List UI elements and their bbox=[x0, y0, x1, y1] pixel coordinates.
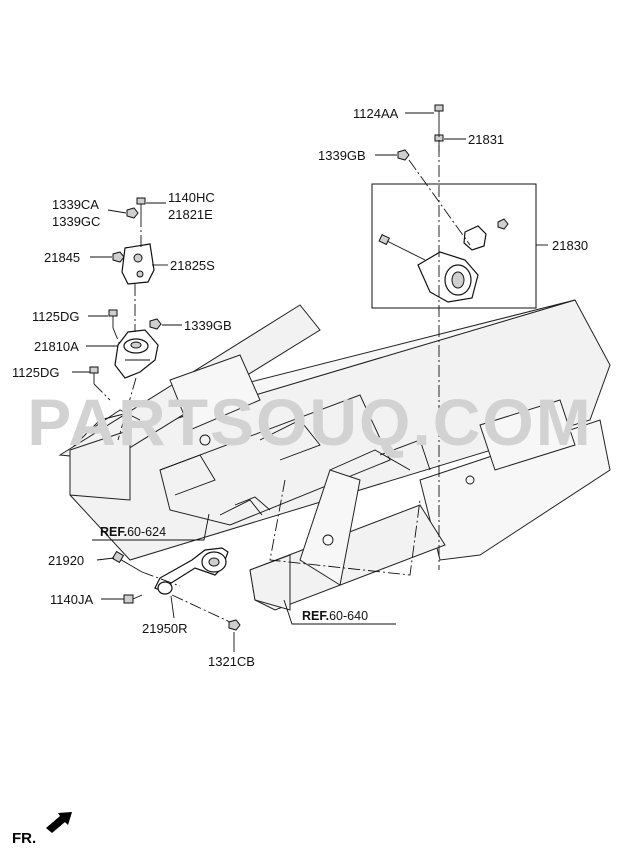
ref-60-624[interactable]: REF.60-624 bbox=[100, 525, 166, 539]
insulator-bracket-21825S[interactable] bbox=[121, 243, 155, 285]
group-box-21830 bbox=[371, 183, 537, 309]
label-1321CB[interactable]: 1321CB bbox=[208, 654, 255, 669]
part-labels: 1124AA 21831 1339GB 21830 1339CA 1339GC … bbox=[12, 106, 588, 669]
label-1339CA[interactable]: 1339CA bbox=[52, 197, 99, 212]
bolt-1140HC[interactable] bbox=[136, 197, 146, 215]
front-label: FR. bbox=[12, 830, 36, 847]
label-1125DG-low[interactable]: 1125DG bbox=[12, 365, 59, 380]
engine-mount-21810A[interactable] bbox=[114, 329, 159, 379]
ref-60-624-prefix: REF. bbox=[100, 525, 127, 539]
label-1140HC[interactable]: 1140HC bbox=[168, 190, 215, 205]
label-21920[interactable]: 21920 bbox=[48, 553, 84, 568]
front-arrow-icon bbox=[46, 812, 72, 833]
nut-1321CB[interactable] bbox=[228, 619, 241, 631]
label-1140JA[interactable]: 1140JA bbox=[50, 592, 93, 607]
bolt-1140JA[interactable] bbox=[123, 594, 143, 604]
nut-1339GB-top[interactable] bbox=[397, 149, 410, 161]
label-21845[interactable]: 21845 bbox=[44, 250, 80, 265]
bolt-21920[interactable] bbox=[111, 550, 143, 573]
bolt-1124AA[interactable] bbox=[434, 104, 444, 125]
label-1339GB-top[interactable]: 1339GB bbox=[318, 148, 366, 163]
bolt-1125DG-low[interactable] bbox=[89, 366, 99, 384]
label-1124AA[interactable]: 1124AA bbox=[353, 106, 399, 121]
leader-lines bbox=[72, 112, 548, 652]
front-indicator: FR. bbox=[12, 812, 72, 847]
label-21831[interactable]: 21831 bbox=[468, 132, 504, 147]
label-1125DG-top[interactable]: 1125DG bbox=[32, 309, 79, 324]
label-1339GB-left[interactable]: 1339GB bbox=[184, 318, 232, 333]
bolt-1125DG-top[interactable] bbox=[108, 309, 118, 328]
ref-labels: REF.60-624 REF.60-640 bbox=[100, 525, 368, 623]
label-21830[interactable]: 21830 bbox=[552, 238, 588, 253]
engine-mount-bracket-21830[interactable] bbox=[378, 218, 509, 303]
ref-60-640[interactable]: REF.60-640 bbox=[302, 609, 368, 623]
label-21810A[interactable]: 21810A bbox=[34, 339, 79, 354]
ref-60-624-code: 60-624 bbox=[127, 525, 166, 539]
center-lines bbox=[93, 125, 471, 623]
nut-1339GB-left[interactable] bbox=[149, 318, 162, 330]
ref-60-640-code: 60-640 bbox=[329, 609, 368, 623]
nut-1339CA[interactable] bbox=[126, 207, 139, 219]
chassis-frame bbox=[58, 299, 611, 611]
label-1339GC[interactable]: 1339GC bbox=[52, 214, 100, 229]
watermark: PARTSOUQ.COM bbox=[27, 385, 592, 459]
label-21825S[interactable]: 21825S bbox=[170, 258, 215, 273]
bolt-21845[interactable] bbox=[112, 251, 125, 263]
label-21950R[interactable]: 21950R bbox=[142, 621, 188, 636]
label-21821E[interactable]: 21821E bbox=[168, 207, 213, 222]
roll-rod-21950R[interactable] bbox=[154, 547, 229, 595]
ref-60-640-prefix: REF. bbox=[302, 609, 329, 623]
